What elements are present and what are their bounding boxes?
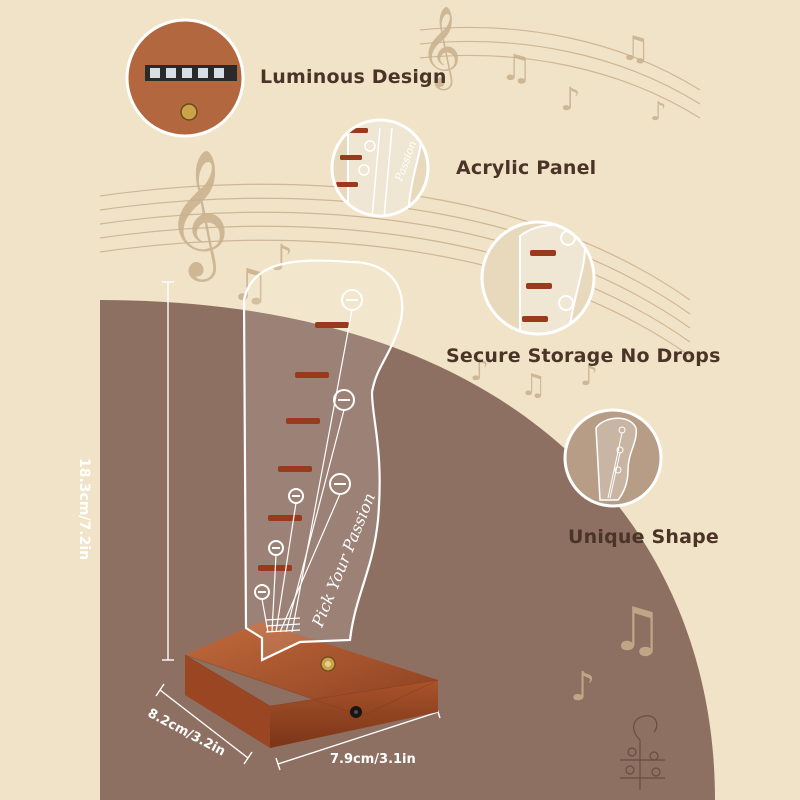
violin-icon (620, 715, 665, 790)
strings-engraving (261, 309, 353, 633)
svg-text:♪: ♪ (650, 97, 667, 127)
inset-storage (482, 222, 594, 334)
feature-label-luminous: Luminous Design (260, 66, 447, 88)
inset-acrylic: Passion (332, 120, 428, 216)
brown-arc-background (100, 300, 715, 800)
dimension-lines (155, 281, 441, 771)
svg-text:♪: ♪ (270, 238, 293, 279)
svg-text:♪: ♪ (470, 353, 489, 388)
svg-text:♫: ♫ (500, 48, 532, 89)
wooden-base (184, 622, 439, 748)
tuning-pegs-engraving (254, 289, 363, 600)
feature-label-storage: Secure Storage No Drops (446, 345, 721, 367)
svg-text:♫: ♫ (620, 29, 650, 69)
svg-text:𝄞: 𝄞 (165, 148, 230, 282)
svg-text:𝄞: 𝄞 (420, 5, 461, 90)
feature-label-shape: Unique Shape (568, 526, 720, 548)
svg-text:♪: ♪ (570, 664, 596, 710)
inset-shape (565, 410, 661, 506)
dimension-width-label: 7.9cm/3.1in (330, 752, 416, 767)
music-staff-decoration (99, 26, 701, 357)
dimension-height-label: 18.3cm/7.2in (76, 458, 92, 561)
svg-text:♪: ♪ (580, 359, 598, 392)
svg-text:♫: ♫ (610, 595, 664, 665)
acrylic-headstock (242, 259, 404, 662)
svg-text:♫: ♫ (520, 368, 547, 403)
music-notes-decoration: 𝄞 𝄞 ♫ ♪ ♫ ♪ ♫ ♪ ♪ ♫ ♪ ♫ ♪ (165, 5, 667, 710)
feature-label-acrylic: Acrylic Panel (456, 157, 597, 179)
svg-text:♪: ♪ (560, 80, 580, 118)
inset-luminous (127, 20, 243, 136)
